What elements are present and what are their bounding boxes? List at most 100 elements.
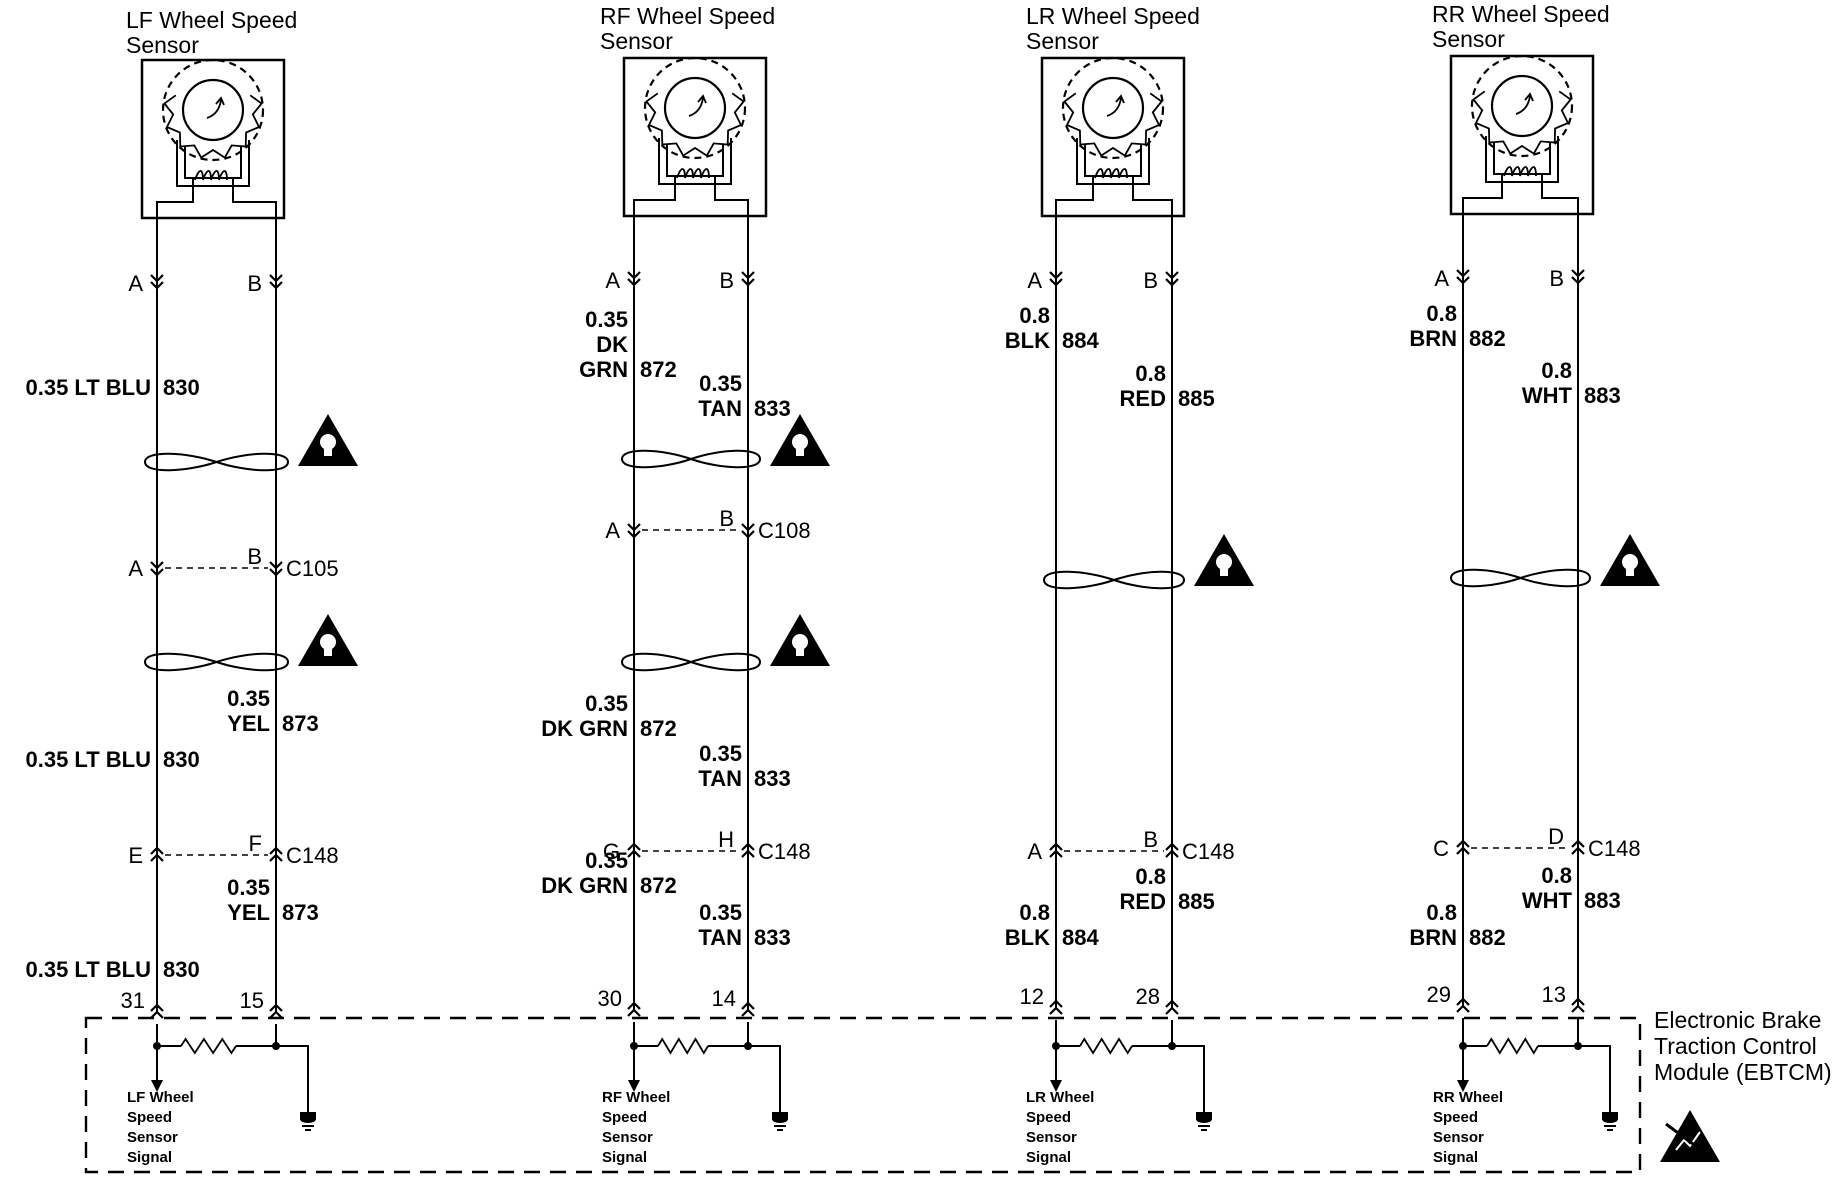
chevron-stroke xyxy=(1571,1004,1585,1013)
rotation-arrow-head xyxy=(1115,94,1125,104)
tone-ring-dashed xyxy=(1470,54,1574,158)
chevron-stroke xyxy=(741,523,755,532)
wire-color-label: 0.35 LT BLU xyxy=(25,957,151,982)
chevron-stroke xyxy=(627,530,641,539)
connector-name: C148 xyxy=(1588,836,1641,861)
wire-color-label: BRN xyxy=(1409,326,1457,351)
signal-arrow xyxy=(1457,1080,1469,1092)
signal-label: Speed xyxy=(602,1109,647,1126)
sensor-pin-label: A xyxy=(128,271,143,296)
ground-wire xyxy=(748,1045,781,1112)
wire-color-label: TAN xyxy=(698,766,742,791)
connector-pin-label: B xyxy=(1143,827,1158,852)
rotation-arrow-head xyxy=(215,96,225,106)
module-pin-number: 31 xyxy=(121,988,145,1013)
chevron-stroke xyxy=(269,1003,283,1012)
module-pin-number: 28 xyxy=(1136,984,1160,1009)
ground-icon xyxy=(772,1112,788,1123)
circuit-number: 885 xyxy=(1178,889,1215,914)
chevron-stroke xyxy=(1456,269,1470,278)
connector-pin-label: B xyxy=(719,506,734,531)
signal-label: Sensor xyxy=(1433,1129,1484,1146)
chevron-stroke xyxy=(627,849,641,858)
wire-color-label: 0.35 xyxy=(227,875,270,900)
connector-chevron xyxy=(150,846,164,862)
connector-chevron xyxy=(269,846,283,862)
warning-bulb xyxy=(792,434,808,450)
connector-chevron xyxy=(269,561,283,577)
connector-pin-label: A xyxy=(128,556,143,581)
module-internal-circuit xyxy=(628,1022,788,1131)
tone-ring-teeth xyxy=(163,94,263,159)
sensor-title: LR Wheel Speed xyxy=(1026,3,1200,29)
warning-icon xyxy=(770,414,830,466)
esd-triangle xyxy=(1660,1110,1720,1162)
chevron-stroke xyxy=(1049,849,1063,858)
chevron-stroke xyxy=(150,274,164,283)
signal-label: Speed xyxy=(127,1109,172,1126)
twisted-pair-loop xyxy=(143,652,290,672)
wire-color-label: WHT xyxy=(1522,888,1573,913)
chevron-stroke xyxy=(1456,1004,1470,1013)
connector-chevron xyxy=(1571,839,1585,855)
esd-slash xyxy=(1665,1122,1713,1160)
wire-color-label: 0.35 xyxy=(585,848,628,873)
circuit-number: 872 xyxy=(640,873,677,898)
sensor-title: RF Wheel Speed xyxy=(600,3,775,29)
twisted-pair xyxy=(1449,568,1592,588)
circuit-number: 883 xyxy=(1584,888,1621,913)
tone-ring-teeth xyxy=(645,92,745,157)
sensor-box xyxy=(622,56,768,218)
sensor-title: Sensor xyxy=(1026,28,1099,54)
circuit-number: 830 xyxy=(163,375,200,400)
warning-bulb xyxy=(320,434,336,450)
signal-label: RR Wheel xyxy=(1433,1089,1503,1106)
wire-color-label: BLK xyxy=(1005,328,1050,353)
circuit-number: 830 xyxy=(163,957,200,982)
rotation-arrow xyxy=(1515,95,1531,115)
chevron-stroke xyxy=(627,523,641,532)
chevron-stroke xyxy=(150,1003,164,1012)
sensor-box xyxy=(140,58,286,220)
connector-name: C148 xyxy=(758,839,811,864)
wire-color-label: 0.35 xyxy=(699,371,742,396)
hub-circle xyxy=(663,76,727,140)
connector-pin-label: C xyxy=(1433,836,1449,861)
wheel-speed-sensor-icon xyxy=(1040,56,1186,218)
warning-bulb xyxy=(1216,554,1232,570)
ground-icon xyxy=(1196,1112,1212,1123)
sensor-lead-a xyxy=(156,178,194,218)
ground-wire xyxy=(1578,1045,1611,1112)
module-pin-number: 14 xyxy=(712,986,736,1011)
wire-color-label: RED xyxy=(1120,386,1166,411)
signal-arrow xyxy=(628,1080,640,1092)
chevron-stroke xyxy=(269,561,283,570)
chevron-stroke xyxy=(150,853,164,862)
chevron-stroke xyxy=(150,1010,164,1019)
chevron-stroke xyxy=(150,281,164,290)
connector-chevron xyxy=(627,523,641,539)
chevron-stroke xyxy=(741,849,755,858)
chevron-stroke xyxy=(269,853,283,862)
chevron-stroke xyxy=(1165,999,1179,1008)
sensor-title: Sensor xyxy=(126,32,199,58)
chevron-stroke xyxy=(1571,997,1585,1006)
module-title: Electronic Brake xyxy=(1654,1007,1821,1033)
connector-chevron xyxy=(150,561,164,577)
wire-color-label: TAN xyxy=(698,396,742,421)
circuit-number: 882 xyxy=(1469,326,1506,351)
twisted-pair-loop xyxy=(1449,568,1592,588)
wire-color-label: 0.35 xyxy=(585,691,628,716)
warning-bulb-base xyxy=(1626,569,1634,576)
connector-name: C148 xyxy=(1182,839,1235,864)
signal-arrow xyxy=(151,1080,163,1092)
connector-pin-label: D xyxy=(1548,824,1564,849)
module-internal-circuit xyxy=(151,1024,316,1131)
wire-color-label: YEL xyxy=(227,900,270,925)
chevron-stroke xyxy=(150,568,164,577)
